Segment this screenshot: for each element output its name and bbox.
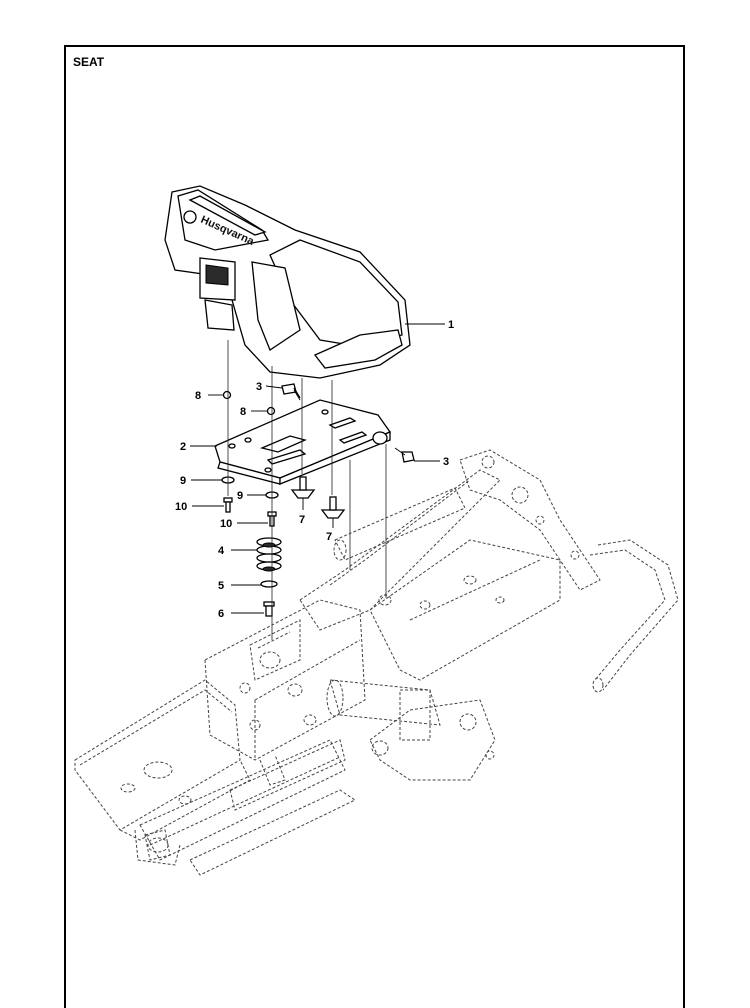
- callout-6: 6: [218, 608, 224, 620]
- screw-part-10-a: [223, 497, 233, 513]
- seat-plate: [214, 399, 391, 485]
- page-title: SEAT: [73, 55, 105, 69]
- spring-part-4: [256, 537, 282, 572]
- callout-9-b: 9: [237, 490, 243, 502]
- assembly-guide-lines: [227, 340, 387, 640]
- mower-frame: [74, 449, 679, 876]
- callout-10-b: 10: [220, 518, 232, 530]
- lock-nut-part-8-b: [266, 406, 276, 416]
- bolt-part-6: [263, 601, 275, 617]
- callout-7-b: 7: [326, 531, 332, 543]
- callout-8-b: 8: [240, 406, 246, 418]
- callout-9-a: 9: [180, 475, 186, 487]
- callout-10-a: 10: [175, 501, 187, 513]
- callout-5: 5: [218, 580, 224, 592]
- washer-part-5: [260, 580, 278, 588]
- callout-8-a: 8: [195, 390, 201, 402]
- callout-4: 4: [218, 545, 225, 557]
- seat-cushion: Husqvarna: [164, 185, 411, 379]
- callout-labels: 1 2 3 3 4 5 6 7 7 8 8 9 9 10 10: [175, 319, 454, 620]
- lock-nut-part-8-a: [222, 390, 232, 400]
- callout-7-a: 7: [299, 514, 305, 526]
- bolt-part-3-right: [394, 447, 415, 463]
- callout-3-right: 3: [443, 456, 449, 468]
- knob-part-7-b: [320, 496, 346, 519]
- callout-3-upper: 3: [256, 381, 262, 393]
- bolt-part-3-upper: [281, 383, 301, 401]
- leader-lines: [190, 323, 445, 614]
- callout-2: 2: [180, 441, 186, 453]
- knob-part-7-a: [290, 476, 316, 499]
- callout-1: 1: [448, 319, 454, 331]
